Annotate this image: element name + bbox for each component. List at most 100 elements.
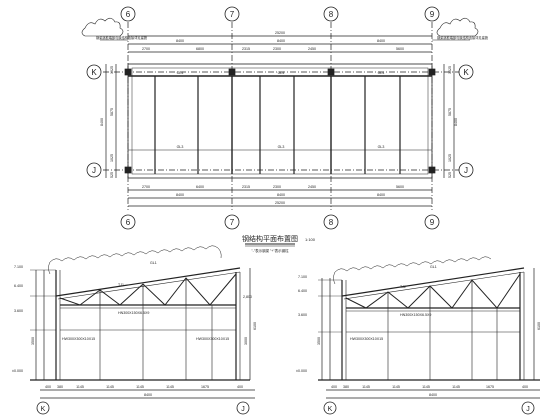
plan-sub-top-4: 2300 [273,47,281,51]
section-right [318,256,540,399]
section-right-level-1: 7.100 [298,275,307,279]
plan-col-bot-6: 6 [126,218,131,227]
plan-sub-bot-4: 2300 [273,185,281,189]
section-left-truss-label: TJ1 [118,283,124,287]
plan-row-left-j: J [92,166,96,175]
plan-title: 钢结构平面布置图 [242,234,298,243]
plan-scale: 1:100 [305,237,316,242]
plan-bay-top-3: 8400 [377,39,385,43]
plan-sub-bot-1: 2700 [142,185,150,189]
section-right-bottom-1: 400 [331,385,337,389]
section-left-level-1: 7.100 [14,265,23,269]
section-right-bottom-7: 1675 [486,385,494,389]
plan-right-total: 8400 [454,118,458,126]
plan-bay-bot-1: 8400 [176,193,184,197]
plan-sub-top-6: 5600 [396,47,404,51]
section-left-beam-note: HN300X150X6.5X9 [118,311,149,315]
section-left-column-note: HW300X300X10X15 [62,337,95,341]
section-left-bottom-3: 1145 [76,385,84,389]
section-left-bottom-2: 380 [57,385,63,389]
plan-cantilever-note-left: 钢梁挑檐端部与原结构连接详见建施 [96,35,148,40]
section-right-bottom-3: 1145 [362,385,370,389]
revision-cloud-left [81,17,124,37]
section-right-level-4: ±0.000 [296,369,307,373]
plan-beam-label-6: GL3 [378,145,385,149]
section-right-level-2: 6.400 [298,289,307,293]
section-left-axis-k: K [41,406,46,413]
plan-bay-top-1: 8400 [176,39,184,43]
revision-cloud-section-left [49,245,222,263]
section-left-level-4: ±0.000 [12,369,23,373]
section-left-right-dim: 2,800 [243,295,252,299]
revision-cloud-right [436,17,479,37]
plan-col-bot-7: 7 [230,218,235,227]
plan-right-part-2: 5875 [448,108,452,116]
section-right-height-1: 3500 [317,337,321,345]
section-left [30,245,255,399]
plan-grid-bubbles [86,6,474,230]
plan-sub-top-2: 6800 [196,47,204,51]
plan-bay-bot-2: 8400 [277,193,285,197]
plan-col-bot-9: 9 [430,218,435,227]
section-left-bubbles [36,401,250,415]
section-right-bottom-total: 8400 [429,393,437,397]
plan-row-left-k: K [91,68,97,77]
plan-col-top-8: 8 [329,10,334,19]
plan-right-part-4: 525 [448,172,452,178]
plan-bay-top-2: 8400 [277,39,285,43]
plan-beam-label-4: GL3 [177,145,184,149]
section-right-axis-k: K [328,406,333,413]
plan-left-total: 8400 [100,118,104,126]
plan-row-right-k: K [463,68,469,77]
plan-sub-bot-2: 6400 [196,185,204,189]
section-left-bottom-7: 1675 [201,385,209,389]
section-right-bubbles [323,401,535,415]
plan-col-top-7: 7 [230,10,235,19]
section-left-level-3: 3.600 [14,309,23,313]
plan-bay-bot-3: 8400 [377,193,385,197]
plan-sub-top-3: 2315 [242,47,250,51]
plan-left-part-4: 525 [110,172,114,178]
section-left-axis-j: J [241,406,245,413]
section-left-height-1: 3500 [31,337,35,345]
plan-view [81,17,479,210]
plan-overall-bottom: 25200 [275,201,285,205]
plan-left-part-3: 1025 [110,154,114,162]
plan-right-part-3: 1025 [448,154,452,162]
plan-left-part-1: 1025 [110,66,114,74]
section-right-truss-label: TJ2 [400,285,406,289]
plan-beam-label-1: GL4 [177,71,184,75]
section-left-height-3: 3000 [244,337,248,345]
revision-cloud-section-right [334,256,492,273]
plan-subtitle: "-"表示钢梁 "+"表示钢柱 [251,248,289,253]
section-left-purlin-label: GL1 [150,261,157,265]
section-left-level-2: 6.400 [14,284,23,288]
section-right-purlin-label: GL1 [430,265,437,269]
plan-sub-bot-5: 2450 [308,185,316,189]
plan-row-right-j: J [464,166,468,175]
section-right-axis-j: J [526,406,530,413]
plan-beam-label-3: GL4 [378,71,385,75]
section-left-bottom-1: 400 [45,385,51,389]
plan-sub-top-1: 2700 [142,47,150,51]
section-right-beam-note: HN300X150X6.5X9 [400,313,431,317]
section-right-height-2: 6100 [537,322,541,330]
plan-cantilever-note-right: 钢梁挑檐端部与原结构连接详见建施 [437,35,489,40]
plan-sub-top-5: 2450 [308,47,316,51]
section-left-bottom-8: 400 [237,385,243,389]
section-left-column-note-2: HW300X300X10X15 [196,337,229,341]
section-left-bottom-total: 8400 [144,393,152,397]
plan-right-part-1: 1025 [448,66,452,74]
plan-beam-label-5: GL3 [278,145,285,149]
section-right-bottom-8: 400 [522,385,528,389]
plan-col-top-6: 6 [126,10,131,19]
section-right-bottom-6: 1145 [452,385,460,389]
plan-left-part-2: 5875 [110,108,114,116]
plan-sub-bot-6: 5600 [396,185,404,189]
section-right-column-note: HW300X300X10X15 [350,337,383,341]
section-right-bottom-4: 1145 [392,385,400,389]
section-left-bottom-5: 1145 [136,385,144,389]
plan-overall-top: 25200 [275,31,285,35]
section-right-bottom-5: 1145 [422,385,430,389]
